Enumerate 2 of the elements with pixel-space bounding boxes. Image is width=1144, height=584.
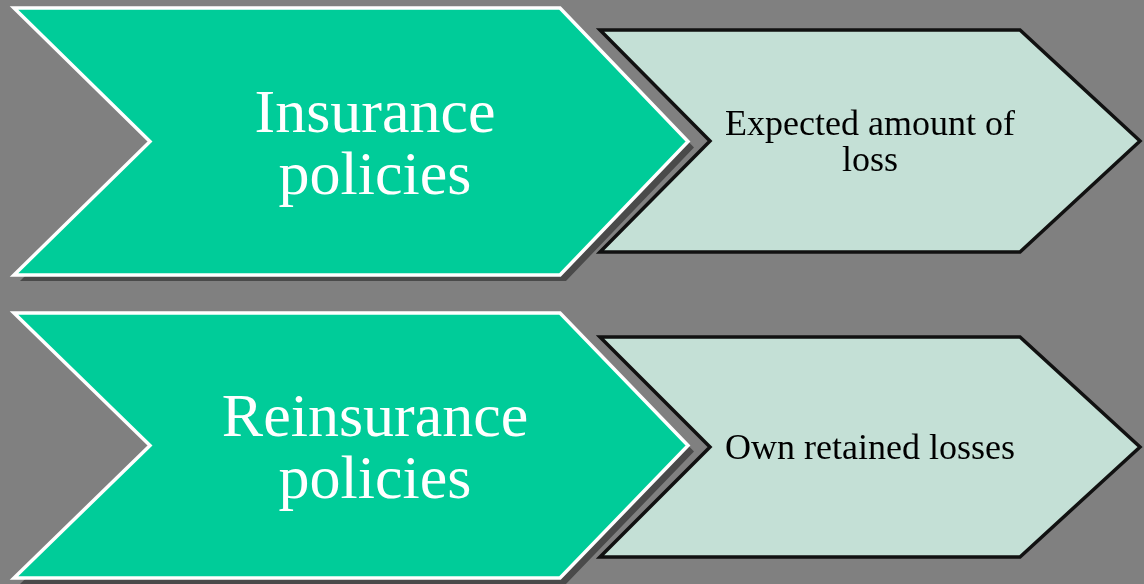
chevron-text: Expected amount of loss bbox=[724, 105, 1016, 177]
chevron-text: Own retained losses bbox=[725, 429, 1015, 465]
